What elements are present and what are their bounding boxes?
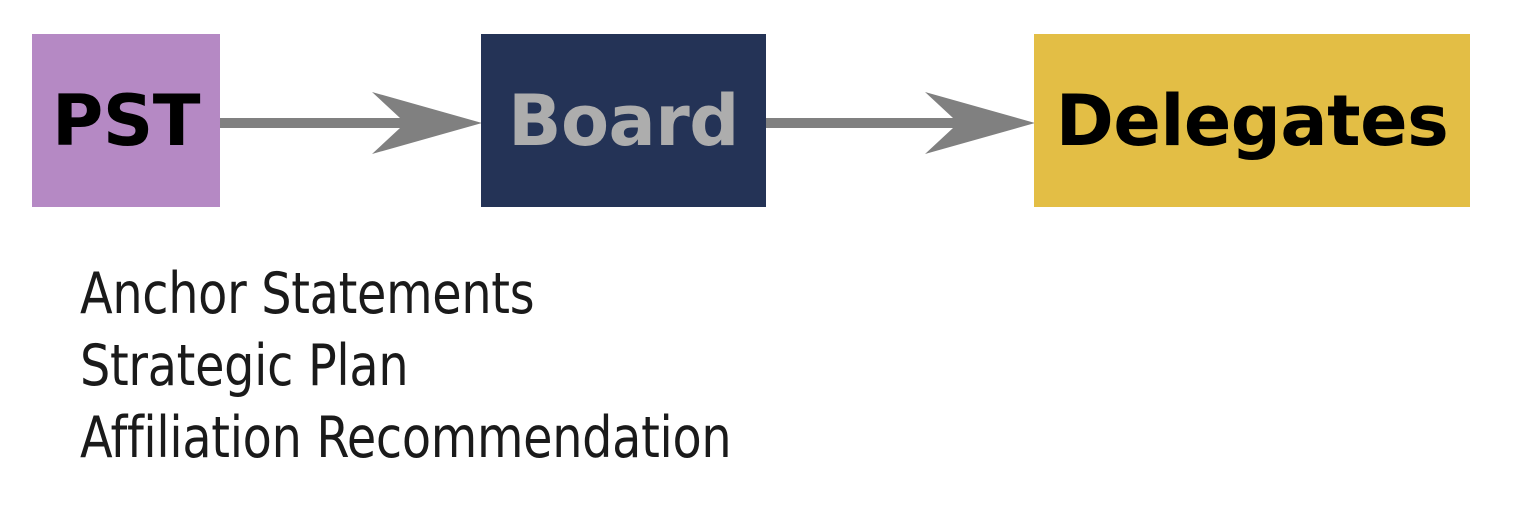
- flow-node-board: Board: [481, 34, 766, 207]
- deliverables-list: Anchor Statements Strategic Plan Affilia…: [80, 258, 980, 474]
- deliverable-item: Strategic Plan: [80, 333, 409, 399]
- arrow-board-to-delegates-icon: [766, 92, 1035, 154]
- flow-node-board-label: Board: [508, 79, 739, 162]
- flow-node-pst-label: PST: [52, 79, 200, 162]
- flow-node-delegates: Delegates: [1034, 34, 1470, 207]
- flow-node-pst: PST: [32, 34, 220, 207]
- deliverable-item: Anchor Statements: [80, 261, 535, 327]
- flow-node-delegates-label: Delegates: [1055, 79, 1449, 162]
- arrow-pst-to-board-icon: [220, 92, 482, 154]
- deliverable-item: Affiliation Recommendation: [80, 405, 732, 471]
